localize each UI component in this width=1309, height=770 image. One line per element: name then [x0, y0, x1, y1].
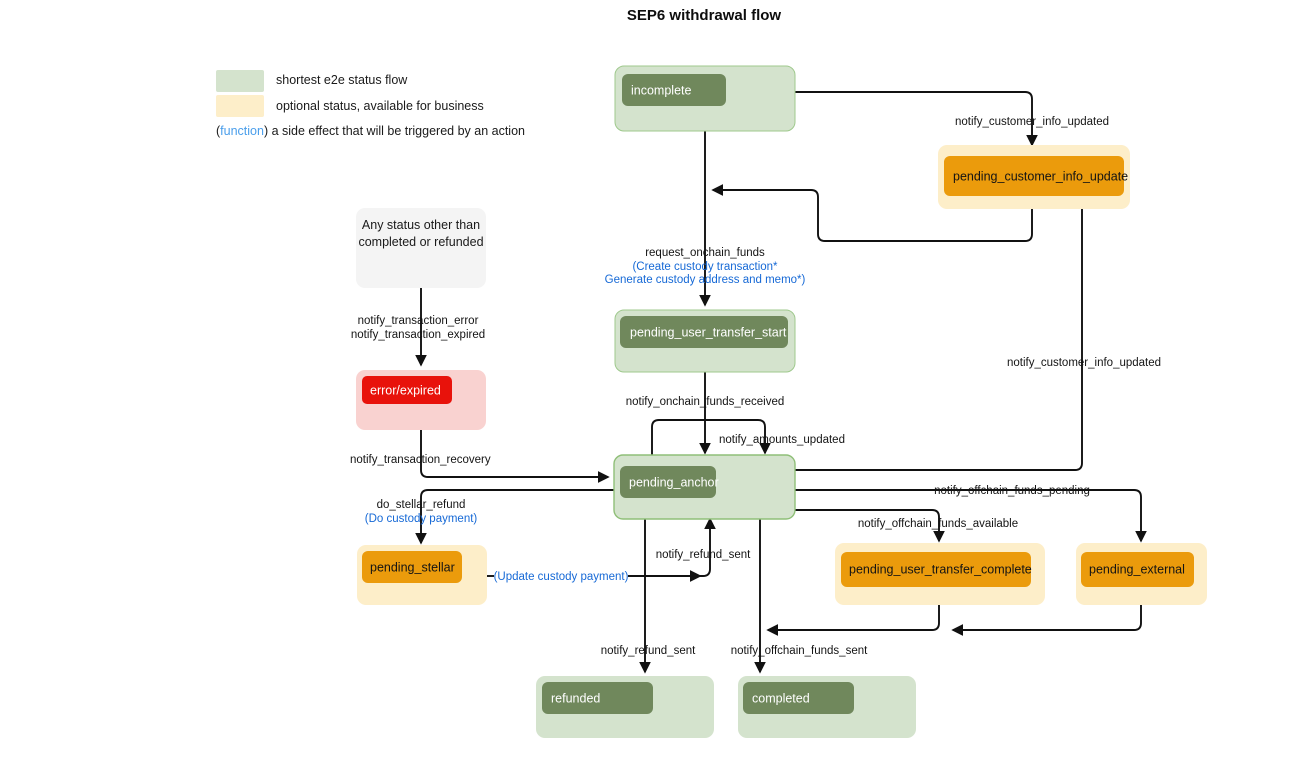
node-any-status-line2: completed or refunded	[358, 235, 483, 249]
legend-label-green: shortest e2e status flow	[276, 73, 408, 87]
node-pending-external[interactable]: pending_external	[1076, 543, 1207, 605]
legend-function-keyword: function	[220, 124, 264, 138]
edge-label-e10: notify_customer_info_updated	[1007, 357, 1161, 369]
edge-incomplete-to-pending-customer-info	[795, 91, 1038, 147]
legend-swatch-green	[216, 70, 264, 92]
edge-label-e15: notify_offchain_funds_sent	[731, 645, 868, 657]
node-incomplete[interactable]: incomplete	[614, 65, 796, 132]
node-any-status-outer	[356, 208, 486, 288]
node-pending-anchor-inner	[620, 466, 716, 498]
node-error-expired[interactable]: error/expired	[356, 370, 486, 430]
edge-label-e3: request_onchain_funds	[645, 247, 765, 259]
node-pending-user-transfer-start-label: pending_user_transfer_start	[630, 325, 787, 339]
edge-pending-anchor-self-loop	[651, 419, 771, 455]
node-error-expired-label: error/expired	[370, 383, 441, 397]
edge-pending-anchor-to-pending-stellar	[415, 489, 614, 545]
node-error-expired-inner	[362, 376, 452, 404]
edge-label-e12: notify_offchain_funds_available	[858, 518, 1018, 530]
edge-label-e6-line1: notify_transaction_error	[358, 315, 479, 327]
edge-label-e1: notify_customer_info_updated	[955, 116, 1109, 128]
page-title: SEP6 withdrawal flow	[627, 7, 782, 24]
node-pending-user-transfer-complete-inner	[841, 552, 1031, 587]
node-incomplete-label: incomplete	[631, 83, 691, 97]
edge-fn-e3-line2: Generate custody address and memo*)	[605, 274, 806, 286]
edge-notify-refund-sent-to-pending-anchor	[700, 517, 716, 577]
node-pending-customer-info-update[interactable]: pending_customer_info_update	[938, 145, 1130, 209]
node-pending-customer-info-update-inner	[944, 156, 1124, 196]
edge-pending-anchor-to-pending-customer-info	[795, 195, 1088, 471]
node-pending-customer-info-update-label: pending_customer_info_update	[953, 169, 1128, 183]
edge-error-expired-to-pending-anchor	[420, 430, 610, 483]
edge-label-e7: notify_transaction_recovery	[350, 454, 491, 466]
node-any-status-line1: Any status other than	[362, 218, 480, 232]
edge-label-e11: notify_offchain_funds_pending	[934, 485, 1090, 497]
node-pending-external-label: pending_external	[1089, 562, 1185, 576]
edge-pending-external-to-completed	[951, 605, 1142, 636]
edge-pending-customer-info-to-incomplete	[711, 184, 1033, 242]
node-any-status: Any status other than completed or refun…	[356, 208, 486, 288]
node-pending-stellar-inner	[362, 551, 462, 583]
node-pending-anchor-label: pending_anchor	[629, 475, 719, 489]
edge-pending-anchor-to-pending-user-transfer-complete	[795, 509, 945, 543]
node-completed-label: completed	[752, 691, 810, 705]
legend-function-prefix: (	[216, 124, 221, 138]
node-incomplete-inner	[622, 74, 726, 106]
node-pending-user-transfer-start[interactable]: pending_user_transfer_start	[614, 309, 796, 373]
legend-swatch-orange	[216, 95, 264, 117]
node-completed-inner	[743, 682, 854, 714]
node-pending-external-inner	[1081, 552, 1194, 587]
node-pending-stellar-label: pending_stellar	[370, 560, 455, 574]
edge-fn-e3-line1: (Create custody transaction*	[632, 261, 778, 273]
edge-label-e13: notify_refund_sent	[601, 645, 696, 657]
edge-label-e8: do_stellar_refund	[377, 499, 466, 511]
node-pending-user-transfer-start-inner	[620, 316, 788, 348]
node-pending-anchor[interactable]: pending_anchor	[613, 454, 796, 520]
legend-function-suffix: ) a side effect that will be triggered b…	[264, 124, 525, 138]
edge-fn-e9: (Update custody payment)	[494, 571, 629, 583]
legend-label-orange: optional status, available for business	[276, 99, 484, 113]
node-completed[interactable]: completed	[738, 676, 916, 738]
node-refunded-inner	[542, 682, 653, 714]
edge-label-e5: notify_amounts_updated	[719, 434, 845, 446]
edge-fn-e8: (Do custody payment)	[365, 513, 478, 525]
edge-pending-anchor-to-pending-external	[795, 489, 1147, 543]
node-refunded-label: refunded	[551, 691, 600, 705]
node-pending-user-transfer-complete[interactable]: pending_user_transfer_complete	[835, 543, 1045, 605]
edge-pending-user-transfer-complete-to-completed	[766, 605, 940, 636]
edge-label-e4: notify_onchain_funds_received	[626, 396, 785, 408]
node-pending-stellar[interactable]: pending_stellar	[357, 545, 487, 605]
node-refunded[interactable]: refunded	[536, 676, 714, 738]
node-pending-user-transfer-complete-label: pending_user_transfer_complete	[849, 562, 1032, 576]
edge-label-e14: notify_refund_sent	[656, 549, 751, 561]
legend-function-note: (function) a side effect that will be tr…	[216, 124, 525, 138]
edge-label-e6-line2: notify_transaction_expired	[351, 329, 485, 341]
